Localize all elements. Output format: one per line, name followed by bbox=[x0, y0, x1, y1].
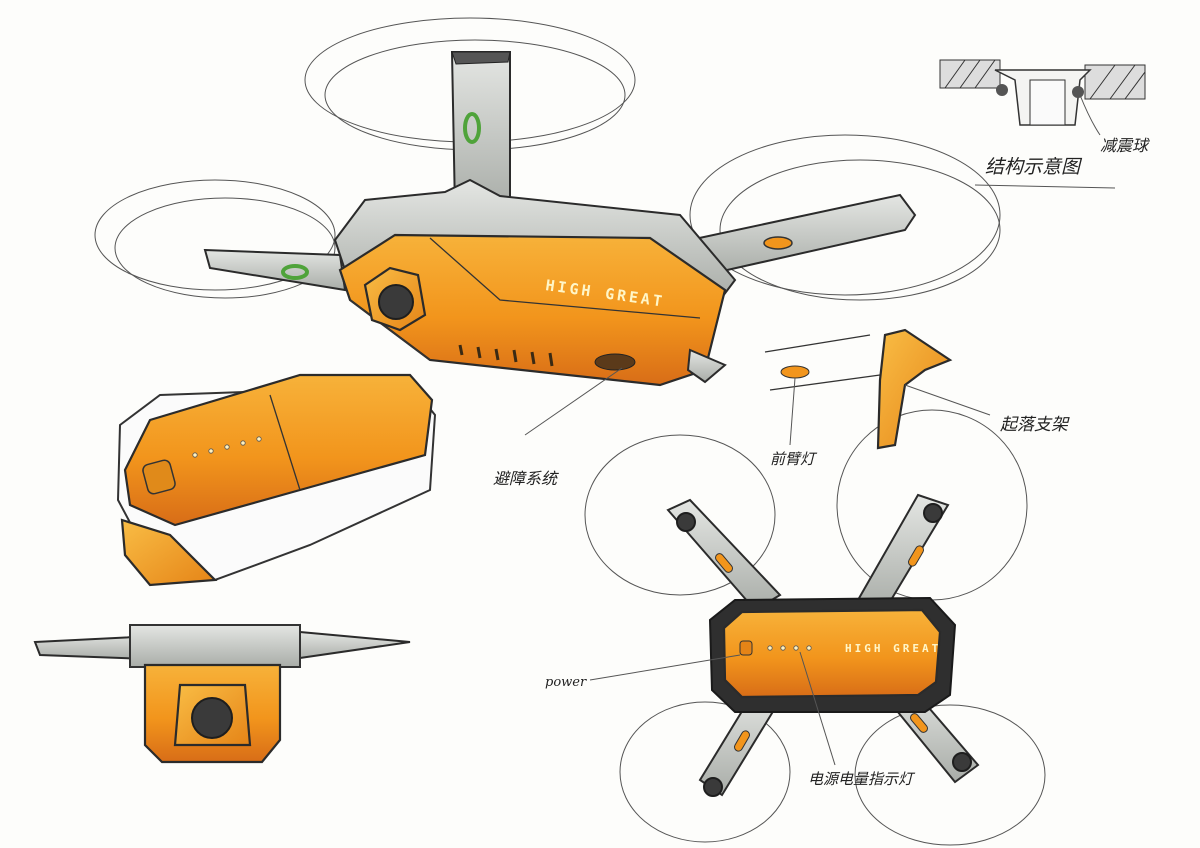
drone-front-view bbox=[33, 624, 411, 764]
annotation-landing-gear: 起落支架 bbox=[1000, 415, 1068, 435]
battery-module-view bbox=[116, 373, 437, 587]
annotation-front-light: 前臂灯 bbox=[770, 450, 816, 468]
landing-gear-detail bbox=[764, 328, 953, 450]
annotation-structure-title: 结构示意图 bbox=[985, 156, 1081, 178]
annotation-obstacle-system: 避障系统 bbox=[493, 469, 558, 488]
annotation-power: power bbox=[545, 675, 587, 690]
drone-perspective-view: HIGH GREAT bbox=[94, 17, 1001, 387]
annotation-shock-absorber: 减震球 bbox=[1100, 136, 1149, 155]
annotation-battery-indicator: 电源电量指示灯 bbox=[808, 770, 914, 788]
drone-top-view: HIGH GREAT bbox=[584, 409, 1046, 846]
brand-label-top: HIGH GREAT bbox=[845, 642, 941, 655]
leader-lines bbox=[524, 367, 991, 766]
structure-detail-diagram bbox=[939, 59, 1146, 189]
